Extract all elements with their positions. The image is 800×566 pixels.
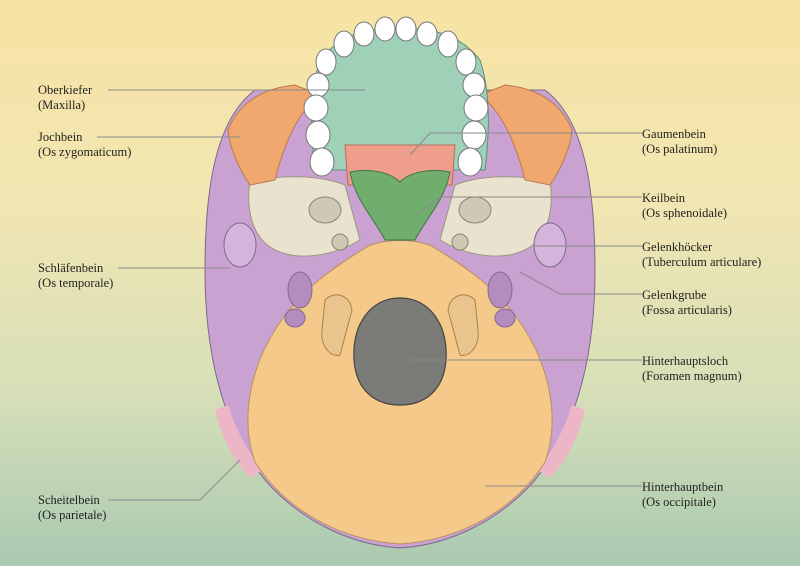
label-temporal: Schläfenbein (Os temporale) xyxy=(38,261,113,291)
label-temporal-latin: (Os temporale) xyxy=(38,276,114,290)
leader-fossa xyxy=(519,271,642,295)
label-tubercle: Gelenkhöcker (Tuberculum articulare) xyxy=(642,240,761,270)
teeth-arch xyxy=(303,16,489,177)
label-palatine: Gaumenbein (Os palatinum) xyxy=(642,127,717,157)
label-tubercle-latin: (Tuberculum articulare) xyxy=(642,255,762,269)
label-palatine-latin: (Os palatinum) xyxy=(642,142,718,156)
zygomatic-bone-left xyxy=(227,84,322,186)
label-parietal-name: Scheitelbein xyxy=(38,493,100,507)
occipital-condyle-left xyxy=(321,294,353,356)
leader-parietal xyxy=(108,459,241,501)
label-parietal-latin: (Os parietale) xyxy=(38,508,107,522)
skull-foramina xyxy=(308,196,492,251)
zygomatic-bone-right xyxy=(478,84,573,186)
label-parietal: Scheitelbein (Os parietale) xyxy=(38,493,106,523)
label-maxilla-latin: (Maxilla) xyxy=(38,98,86,112)
parietal-bone-right xyxy=(538,405,585,478)
parietal-bone-left xyxy=(215,405,262,478)
label-occipital: Hinterhauptbein (Os occipitale) xyxy=(642,480,723,510)
leader-sphenoid xyxy=(414,196,642,216)
label-zygomatic-name: Jochbein xyxy=(38,130,83,144)
label-zygomatic: Jochbein (Os zygomaticum) xyxy=(38,130,131,160)
label-maxilla: Oberkiefer (Maxilla) xyxy=(38,83,92,113)
label-sphenoid: Keilbein (Os sphenoidale) xyxy=(642,191,727,221)
leader-lines xyxy=(97,89,642,501)
label-palatine-name: Gaumenbein xyxy=(642,127,706,141)
label-sphenoid-latin: (Os sphenoidale) xyxy=(642,206,728,220)
articular-structures xyxy=(223,222,567,328)
label-maxilla-name: Oberkiefer xyxy=(38,83,93,97)
label-tubercle-name: Gelenkhöcker xyxy=(642,240,713,254)
label-foramen-name: Hinterhauptsloch xyxy=(642,354,729,368)
label-temporal-name: Schläfenbein xyxy=(38,261,104,275)
label-occipital-name: Hinterhauptbein xyxy=(642,480,724,494)
label-fossa: Gelenkgrube (Fossa articularis) xyxy=(642,288,732,318)
label-foramen: Hinterhauptsloch (Foramen magnum) xyxy=(642,354,742,384)
label-fossa-name: Gelenkgrube xyxy=(642,288,707,302)
occipital-condyle-right xyxy=(447,294,479,356)
label-zygomatic-latin: (Os zygomaticum) xyxy=(38,145,132,159)
foramen-magnum xyxy=(353,297,447,406)
leader-palatine xyxy=(409,132,642,156)
label-sphenoid-name: Keilbein xyxy=(642,191,686,205)
label-foramen-latin: (Foramen magnum) xyxy=(642,369,742,383)
label-occipital-latin: (Os occipitale) xyxy=(642,495,716,509)
sphenoid-bone-wedge xyxy=(349,169,451,241)
label-fossa-latin: (Fossa articularis) xyxy=(642,303,732,317)
